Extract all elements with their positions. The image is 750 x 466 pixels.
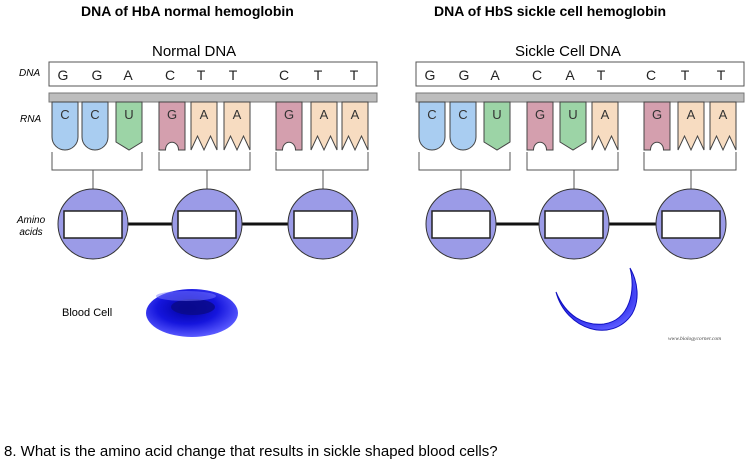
dna-base-letter: A: [123, 67, 133, 83]
rna-base-c: [418, 101, 446, 151]
dna-row-label: DNA: [19, 68, 41, 79]
rna-base-u: [115, 101, 143, 151]
amino-acid-answer-box: [177, 210, 237, 239]
question-text: 8. What is the amino acid change that re…: [4, 443, 498, 460]
dna-base-letter: T: [681, 67, 690, 83]
rna-base-a: [591, 101, 619, 152]
dna-base-letter: T: [717, 67, 726, 83]
rna-base-a: [677, 101, 705, 152]
rna-base-letter: A: [687, 107, 696, 122]
amino-label-line1: Amino: [16, 215, 46, 226]
dna-base-letter: C: [279, 67, 289, 83]
dna-base-letter: T: [350, 67, 359, 83]
dna-translation-diagram: G G A C T T C T T C C U G A A G A A G G A C A T C T T C C U G U A G A A: [48, 61, 745, 337]
normal-dna-panel: G G A C T T C T T C C U G A A G A A: [48, 61, 378, 260]
rna-base-letter: G: [284, 107, 294, 122]
normal-blood-cell-highlight: [156, 291, 216, 301]
blood-cell-label: Blood Cell: [62, 307, 113, 319]
dna-base-letter: A: [490, 67, 500, 83]
amino-acid-answer-box: [293, 210, 353, 239]
rna-base-letter: A: [601, 107, 610, 122]
rna-base-a: [190, 101, 218, 152]
rna-base-letter: U: [124, 107, 133, 122]
blood-cells: [146, 267, 638, 337]
dna-base-letter: C: [532, 67, 542, 83]
dna-base-letter: C: [646, 67, 656, 83]
amino-acids-label: Amino acids: [14, 215, 48, 239]
dna-base-letter: G: [425, 67, 436, 83]
sickle-blood-cell: [555, 267, 638, 331]
rna-base-letter: C: [60, 107, 69, 122]
rna-base-a: [223, 101, 251, 152]
codon-bracket: [51, 152, 143, 171]
amino-acid-answer-box: [661, 210, 721, 239]
amino-acid-answer-box: [63, 210, 123, 239]
normal-dna-heading: Normal DNA: [152, 43, 237, 60]
rna-base-letter: A: [200, 107, 209, 122]
normal-blood-cell-center: [171, 299, 215, 315]
rna-backbone: [48, 92, 378, 103]
dna-base-letter: C: [165, 67, 175, 83]
codon-bracket: [526, 152, 619, 171]
rna-base-letter: C: [458, 107, 467, 122]
sickle-dna-panel: G G A C A T C T T C C U G U A G A A: [415, 61, 745, 260]
rna-base-letter: C: [90, 107, 99, 122]
rna-base-letter: A: [719, 107, 728, 122]
rna-base-c: [449, 101, 477, 151]
codon-bracket: [275, 152, 369, 171]
rna-base-g: [158, 101, 186, 151]
rna-base-letter: U: [568, 107, 577, 122]
rna-base-a: [310, 101, 338, 152]
rna-base-letter: A: [351, 107, 360, 122]
dna-base-letter: T: [597, 67, 606, 83]
dna-base-letter: G: [459, 67, 470, 83]
rna-base-letter: G: [652, 107, 662, 122]
rna-base-letter: G: [535, 107, 545, 122]
rna-backbone: [415, 92, 745, 103]
title-normal-hemoglobin: DNA of HbA normal hemoglobin: [81, 3, 294, 19]
rna-base-letter: C: [427, 107, 436, 122]
rna-base-letter: G: [167, 107, 177, 122]
sickle-dna-heading: Sickle Cell DNA: [515, 43, 621, 60]
rna-base-u: [483, 101, 511, 151]
rna-base-g: [643, 101, 671, 151]
amino-label-line2: acids: [19, 227, 43, 238]
amino-acid-answer-box: [544, 210, 604, 239]
rna-base-letter: A: [320, 107, 329, 122]
rna-base-g: [275, 101, 303, 151]
codon-bracket: [158, 152, 251, 171]
dna-strand-box: [48, 61, 378, 87]
rna-base-a: [709, 101, 737, 152]
dna-base-letter: T: [229, 67, 238, 83]
amino-acid-answer-box: [431, 210, 491, 239]
title-sickle-hemoglobin: DNA of HbS sickle cell hemoglobin: [434, 3, 667, 19]
rna-base-u: [559, 101, 587, 151]
rna-base-c: [81, 101, 109, 151]
codon-bracket: [418, 152, 511, 171]
source-watermark: www.biologycorner.com: [668, 336, 722, 342]
rna-base-letter: A: [233, 107, 242, 122]
rna-base-c: [51, 101, 79, 151]
rna-base-g: [526, 101, 554, 151]
dna-base-letter: T: [197, 67, 206, 83]
dna-base-letter: G: [58, 67, 69, 83]
dna-base-letter: G: [92, 67, 103, 83]
rna-row-label: RNA: [20, 114, 42, 125]
rna-base-letter: U: [492, 107, 501, 122]
dna-strand-box: [415, 61, 745, 87]
codon-bracket: [643, 152, 737, 171]
dna-base-letter: T: [314, 67, 323, 83]
rna-base-a: [341, 101, 369, 152]
dna-base-letter: A: [565, 67, 575, 83]
